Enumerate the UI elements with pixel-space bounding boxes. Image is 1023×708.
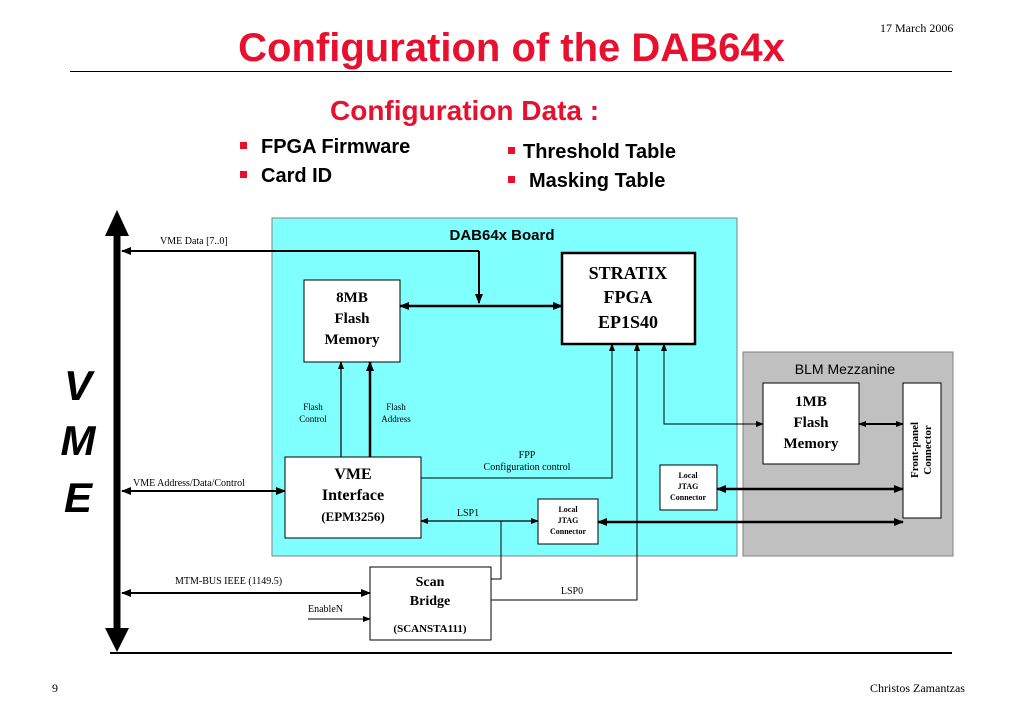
enablen-label: EnableN — [308, 604, 343, 615]
stratix-line3: EP1S40 — [598, 312, 658, 332]
jtag-upper-line2: JTAG — [678, 482, 699, 491]
vme-interface-line3: (EPM3256) — [321, 509, 385, 524]
flash-8mb-box — [303, 279, 401, 363]
scan-bridge-line1: Scan — [416, 575, 445, 590]
vme-letter-e: E — [64, 474, 94, 521]
lsp0-label: LSP0 — [561, 586, 583, 597]
slide-title: Configuration of the DAB64x — [238, 26, 785, 70]
author-label: Christos Zamantzas — [870, 681, 965, 695]
bullet-text: Card ID — [261, 165, 333, 187]
fpp-label-2: Configuration control — [484, 462, 571, 473]
bullet-icon — [240, 142, 247, 150]
vme-data-label: VME Data [7..0] — [160, 236, 228, 247]
flash-1mb-line2: Flash — [793, 415, 829, 431]
flash-1mb-line3: Memory — [784, 436, 839, 452]
vme-bus-arrow — [105, 210, 129, 652]
stratix-line2: FPGA — [604, 287, 653, 307]
bullet-item: Card ID — [240, 165, 332, 188]
front-panel-line1: Front-panel — [909, 422, 921, 478]
stratix-fpga-box — [560, 251, 697, 346]
bullet-item: Threshold Table — [508, 141, 676, 164]
lsp1-label: LSP1 — [457, 508, 479, 519]
vme-data-connection — [121, 247, 483, 304]
footer-rule — [110, 652, 952, 654]
jtag-connector-lower — [537, 498, 599, 545]
scan-bridge-line2: Bridge — [410, 594, 450, 609]
vme-letter-m: M — [61, 417, 97, 464]
flash-8mb-line3: Memory — [325, 332, 380, 348]
title-rule — [70, 71, 952, 72]
vme-interface-line1: VME — [334, 466, 371, 483]
fpga-mezz-flash-link — [661, 343, 764, 427]
lsp1-scan-link — [491, 521, 502, 580]
vme-interface-line2: Interface — [322, 487, 384, 504]
fpp-connection — [421, 343, 615, 479]
front-panel-connector-box — [902, 382, 942, 519]
jtag-lower-line3: Connector — [550, 527, 586, 536]
page-number: 9 — [52, 681, 58, 695]
flash-1mb-box — [762, 382, 860, 465]
vme-letter-v: V — [64, 362, 95, 409]
flash-8mb-line2: Flash — [334, 311, 370, 327]
bullet-item: FPGA Firmware — [240, 136, 410, 159]
flash-8mb-line1: 8MB — [336, 290, 368, 306]
flash-control-label-2: Control — [299, 414, 327, 424]
front-panel-line2: Connector — [922, 425, 934, 475]
jtag-lower-line2: JTAG — [558, 516, 579, 525]
bullet-item: Masking Table — [508, 170, 665, 193]
mezzanine-title: BLM Mezzanine — [795, 361, 896, 377]
scan-bridge-line3: (SCANSTA111) — [393, 623, 466, 635]
bullet-icon — [508, 147, 515, 155]
fpp-label-1: FPP — [519, 450, 536, 461]
date-label: 17 March 2006 — [880, 21, 954, 35]
vme-adc-label: VME Address/Data/Control — [133, 478, 245, 489]
flash-address-label-2: Address — [381, 414, 411, 424]
jtag-upper-line1: Local — [678, 471, 698, 480]
jtag-lower-line1: Local — [558, 505, 578, 514]
stratix-line1: STRATIX — [589, 263, 668, 283]
bullet-text: Threshold Table — [523, 141, 676, 163]
bullet-text: FPGA Firmware — [261, 136, 411, 158]
board-title: DAB64x Board — [449, 227, 554, 244]
bullet-icon — [240, 171, 247, 179]
flash-control-label-1: Flash — [303, 402, 323, 412]
bullet-text: Masking Table — [529, 170, 666, 192]
jtag-upper-line3: Connector — [670, 493, 706, 502]
mtm-bus-label: MTM-BUS IEEE (1149.5) — [175, 576, 282, 587]
config-heading: Configuration Data : — [330, 95, 600, 126]
scan-bridge-box — [369, 566, 492, 641]
flash-address-label-1: Flash — [386, 402, 406, 412]
bullet-icon — [508, 176, 515, 184]
flash-1mb-line1: 1MB — [795, 394, 827, 410]
jtag-connector-upper — [659, 464, 718, 511]
vme-interface-box — [284, 456, 422, 539]
